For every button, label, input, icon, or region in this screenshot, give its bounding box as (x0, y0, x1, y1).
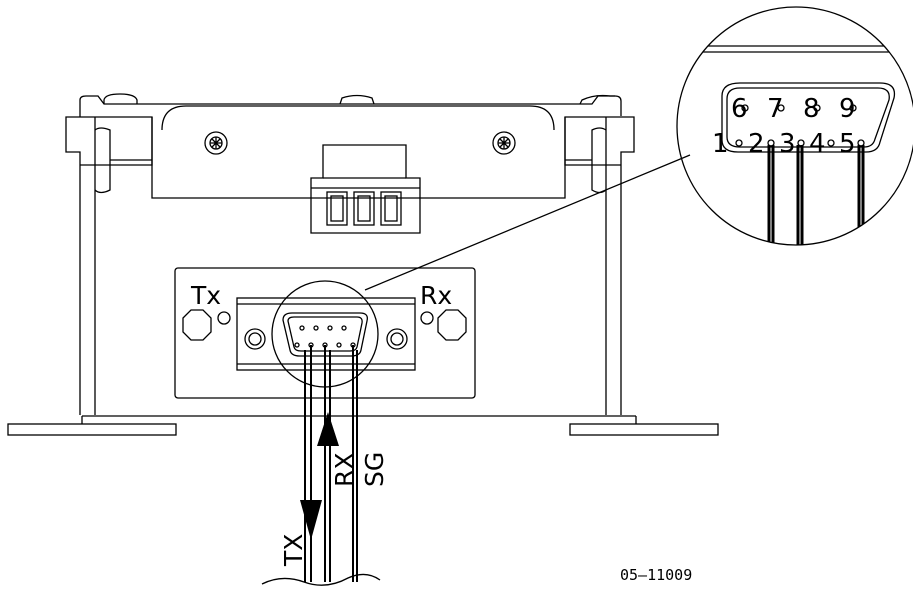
tx-led-label: Tx (190, 281, 221, 310)
pin-label-9: 9 (839, 94, 856, 124)
magnified-connector-view (676, 6, 913, 246)
magnifier-leader-line (364, 154, 691, 291)
wire-tx (304, 345, 312, 582)
tx-direction-arrow (300, 500, 322, 540)
pin-label-7: 7 (767, 94, 784, 124)
pin-label-1: 1 (712, 129, 729, 159)
pin-label-3: 3 (779, 129, 796, 159)
wire-tx-label: TX (279, 534, 308, 567)
rx-led-label: Rx (420, 281, 452, 310)
wire-rx-label: RX (330, 453, 359, 488)
pin-label-8: 8 (803, 94, 820, 124)
mounting-plate (7, 415, 719, 436)
wire-sg (352, 345, 358, 582)
device-housing (65, 93, 635, 415)
terminal-block (310, 144, 421, 234)
pin-label-5: 5 (839, 129, 856, 159)
wire-sg-label: SG (360, 452, 389, 487)
wire-rx (324, 345, 331, 582)
drawing-number: 05–11009 (620, 566, 692, 584)
rx-led (420, 311, 434, 325)
panel-screw-right (492, 131, 516, 155)
pin-label-6: 6 (731, 94, 748, 124)
pin-label-4: 4 (809, 129, 826, 159)
rx-direction-arrow (317, 412, 339, 446)
pin-label-2: 2 (748, 129, 765, 159)
panel-screw-left (204, 131, 228, 155)
cable-break-mark (261, 573, 381, 586)
tx-led (217, 311, 231, 325)
